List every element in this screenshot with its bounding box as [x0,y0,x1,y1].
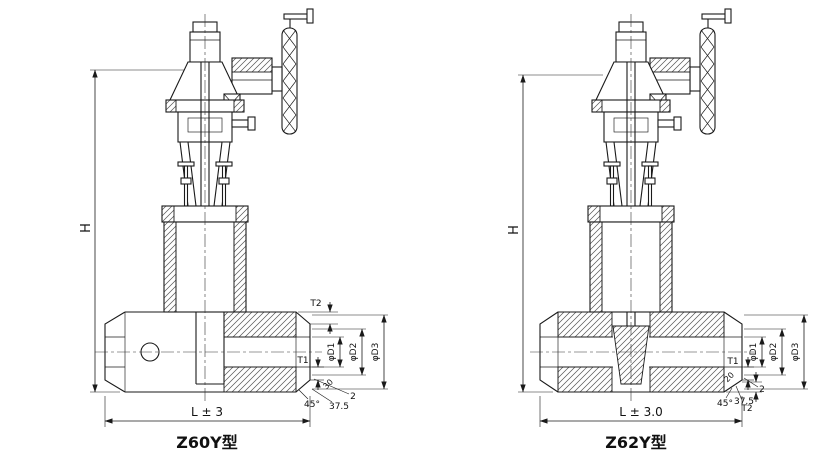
z62y-dim-t1-label: T1 [726,357,738,367]
z62y-bevel-45-label: 45° [717,399,733,409]
z60y-dim-d1-label: φD1 [327,343,337,362]
z60y-centerlines [95,14,322,402]
z60y-bevel-45-label: 45° [304,400,320,410]
z62y-bevel-20-label: 20 [722,370,736,384]
z62y-dimensions: H L ± 3.0 T1 T2 φD1 φD2 [507,74,808,427]
z62y-bevel-375-label: 37.5 [734,397,754,407]
z60y-gearbox [231,57,273,95]
z62y-gearbox [649,57,691,95]
z60y-dim-length-label: L ± 3 [191,405,223,419]
z60y-dim-t1-label: T1 [296,356,308,366]
z60y-handwheel-icon [271,8,314,135]
z60y-body [104,205,311,393]
z60y-dimensions: H L ± 3 T2 T1 φD1 φD2 [79,69,388,427]
z60y-dim-d2-label: φD2 [349,343,359,362]
z60y-yoke [177,62,233,310]
z62y-root-face-label: 2 [759,385,765,395]
z62y-caption: Z62Y型 [605,433,666,452]
z62y-handwheel-icon [689,8,732,135]
z62y-dim-d2-label: φD2 [769,343,779,362]
z62y-dim-length-label: L ± 3.0 [619,405,662,419]
z60y-bevel-375-label: 37.5 [329,402,349,412]
z62y-dim-t2-label: T2 [740,404,752,414]
z62y-dim-h-label: H [507,225,522,235]
z62y-body [539,205,743,393]
z60y-dim-d3-label: φD3 [371,343,381,362]
valve-z62y: H L ± 3.0 T1 T2 φD1 φD2 [507,8,808,452]
z60y-caption: Z60Y型 [176,433,237,452]
z60y-root-face-label: 2 [350,392,356,402]
z60y-dim-h-label: H [79,223,94,233]
z60y-dim-t2-label: T2 [309,299,321,309]
z62y-centerlines [530,14,756,402]
valve-z60y: H L ± 3 T2 T1 φD1 φD2 [79,8,388,452]
z62y-dim-d3-label: φD3 [791,343,801,362]
